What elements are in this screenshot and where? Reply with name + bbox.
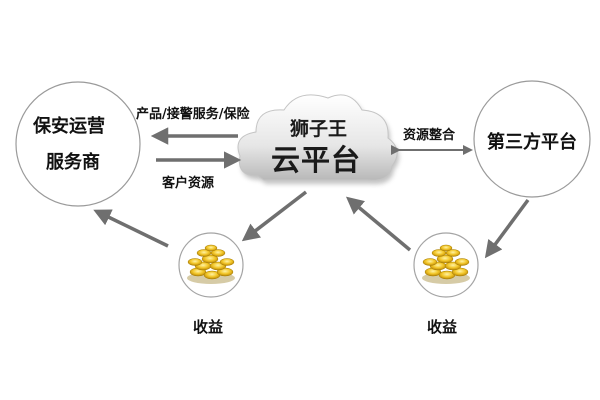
cloud-platform-subtitle: 狮子王 — [290, 118, 348, 140]
security-operator-line1: 保安运营 — [33, 116, 105, 137]
third-party-label: 第三方平台 — [487, 132, 577, 153]
arrow-cloud-to-left-income — [241, 190, 308, 242]
right-coins-icon — [422, 244, 470, 284]
edge-label-customer-resources: 客户资源 — [162, 176, 215, 191]
arrow-third-party-to-right-income — [484, 198, 530, 259]
edge-label-resource-integration: 资源整合 — [403, 128, 456, 143]
security-operator-line2: 服务商 — [46, 152, 100, 173]
left-coins-icon — [187, 244, 235, 284]
cloud-platform-node — [237, 94, 400, 185]
cloud-platform-title: 云平台 — [271, 143, 362, 177]
arrow-right-income-to-cloud — [345, 196, 412, 252]
left-income-label: 收益 — [193, 318, 224, 336]
edge-label-products-services: 产品/接警服务/保险 — [136, 107, 250, 122]
security-operator-node — [15, 81, 141, 207]
third-party-node — [473, 80, 591, 198]
arrow-left-income-to-operator — [93, 209, 169, 248]
right-income-label: 收益 — [427, 318, 458, 336]
